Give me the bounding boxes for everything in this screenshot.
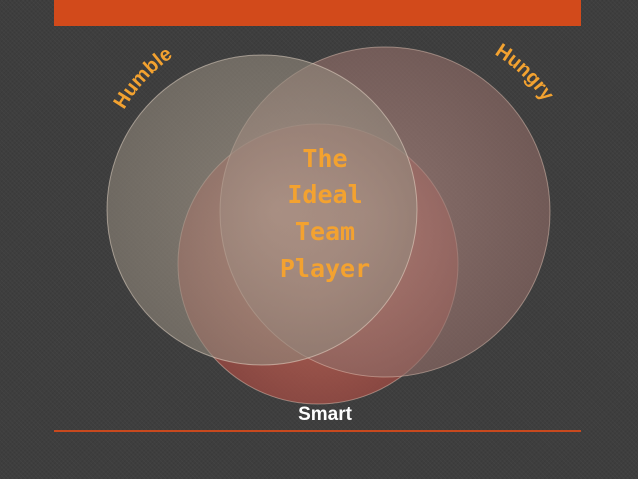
title-accent-bar [54,0,581,26]
center-text-line-2: Ideal [287,180,362,209]
center-text-line-1: The [302,144,347,173]
venn-circle-humble [106,54,418,366]
center-text-line-3: Team [295,217,355,246]
footer-divider [54,430,581,432]
circle-label-smart: Smart [298,404,353,425]
center-text-line-4: Player [280,254,370,283]
